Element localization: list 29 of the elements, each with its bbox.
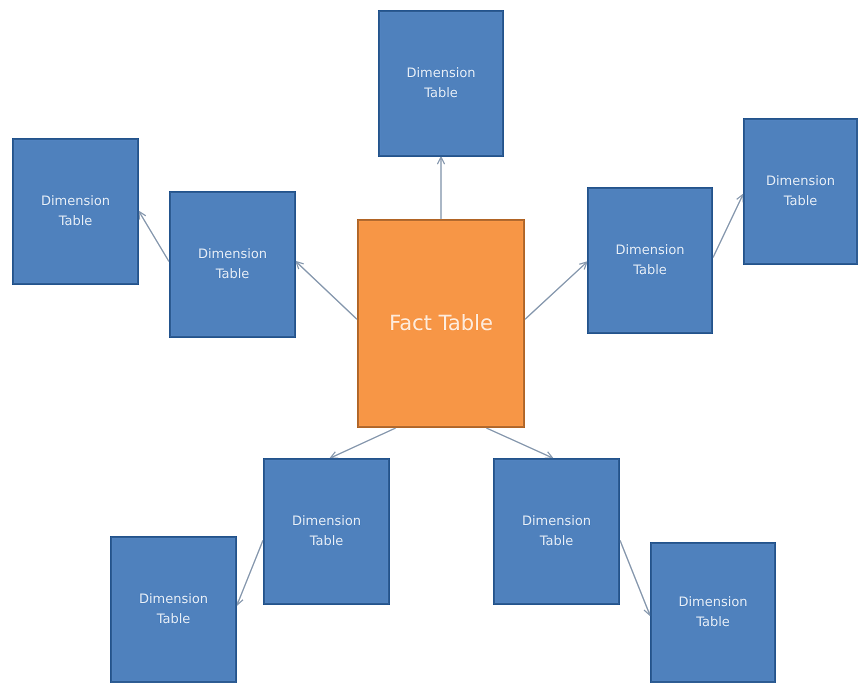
arrow [236, 540, 264, 606]
arrow [712, 194, 744, 258]
dimension-table-box [110, 536, 237, 683]
box-label: Dimension Table [677, 594, 749, 632]
dimension-table-box [169, 191, 296, 338]
box-label: Dimension Table [405, 65, 477, 102]
dimension-table-box [743, 118, 858, 265]
box-label: Dimension Table [40, 193, 112, 230]
arrow [436, 156, 446, 219]
dimension-table-box [587, 187, 713, 334]
box-label: Fact Table [389, 310, 493, 337]
dimension-table-box [493, 458, 620, 605]
dimension-table-box [650, 542, 776, 683]
arrow [524, 261, 588, 320]
fact-table-box [357, 219, 525, 428]
box-label: Dimension Table [520, 513, 592, 550]
box-label: Dimension Table [764, 173, 836, 210]
box-label: Dimension Table [614, 242, 686, 280]
arrow [619, 540, 652, 616]
arrow [295, 260, 358, 320]
box-label: Dimension Table [196, 246, 268, 284]
box-label: Dimension Table [290, 513, 362, 550]
dimension-table-box [12, 138, 139, 285]
arrow [330, 427, 396, 459]
arrow [138, 210, 170, 262]
dimension-table-box [378, 10, 504, 157]
arrow [486, 427, 554, 459]
dimension-table-box [263, 458, 390, 605]
box-label: Dimension Table [138, 591, 210, 628]
